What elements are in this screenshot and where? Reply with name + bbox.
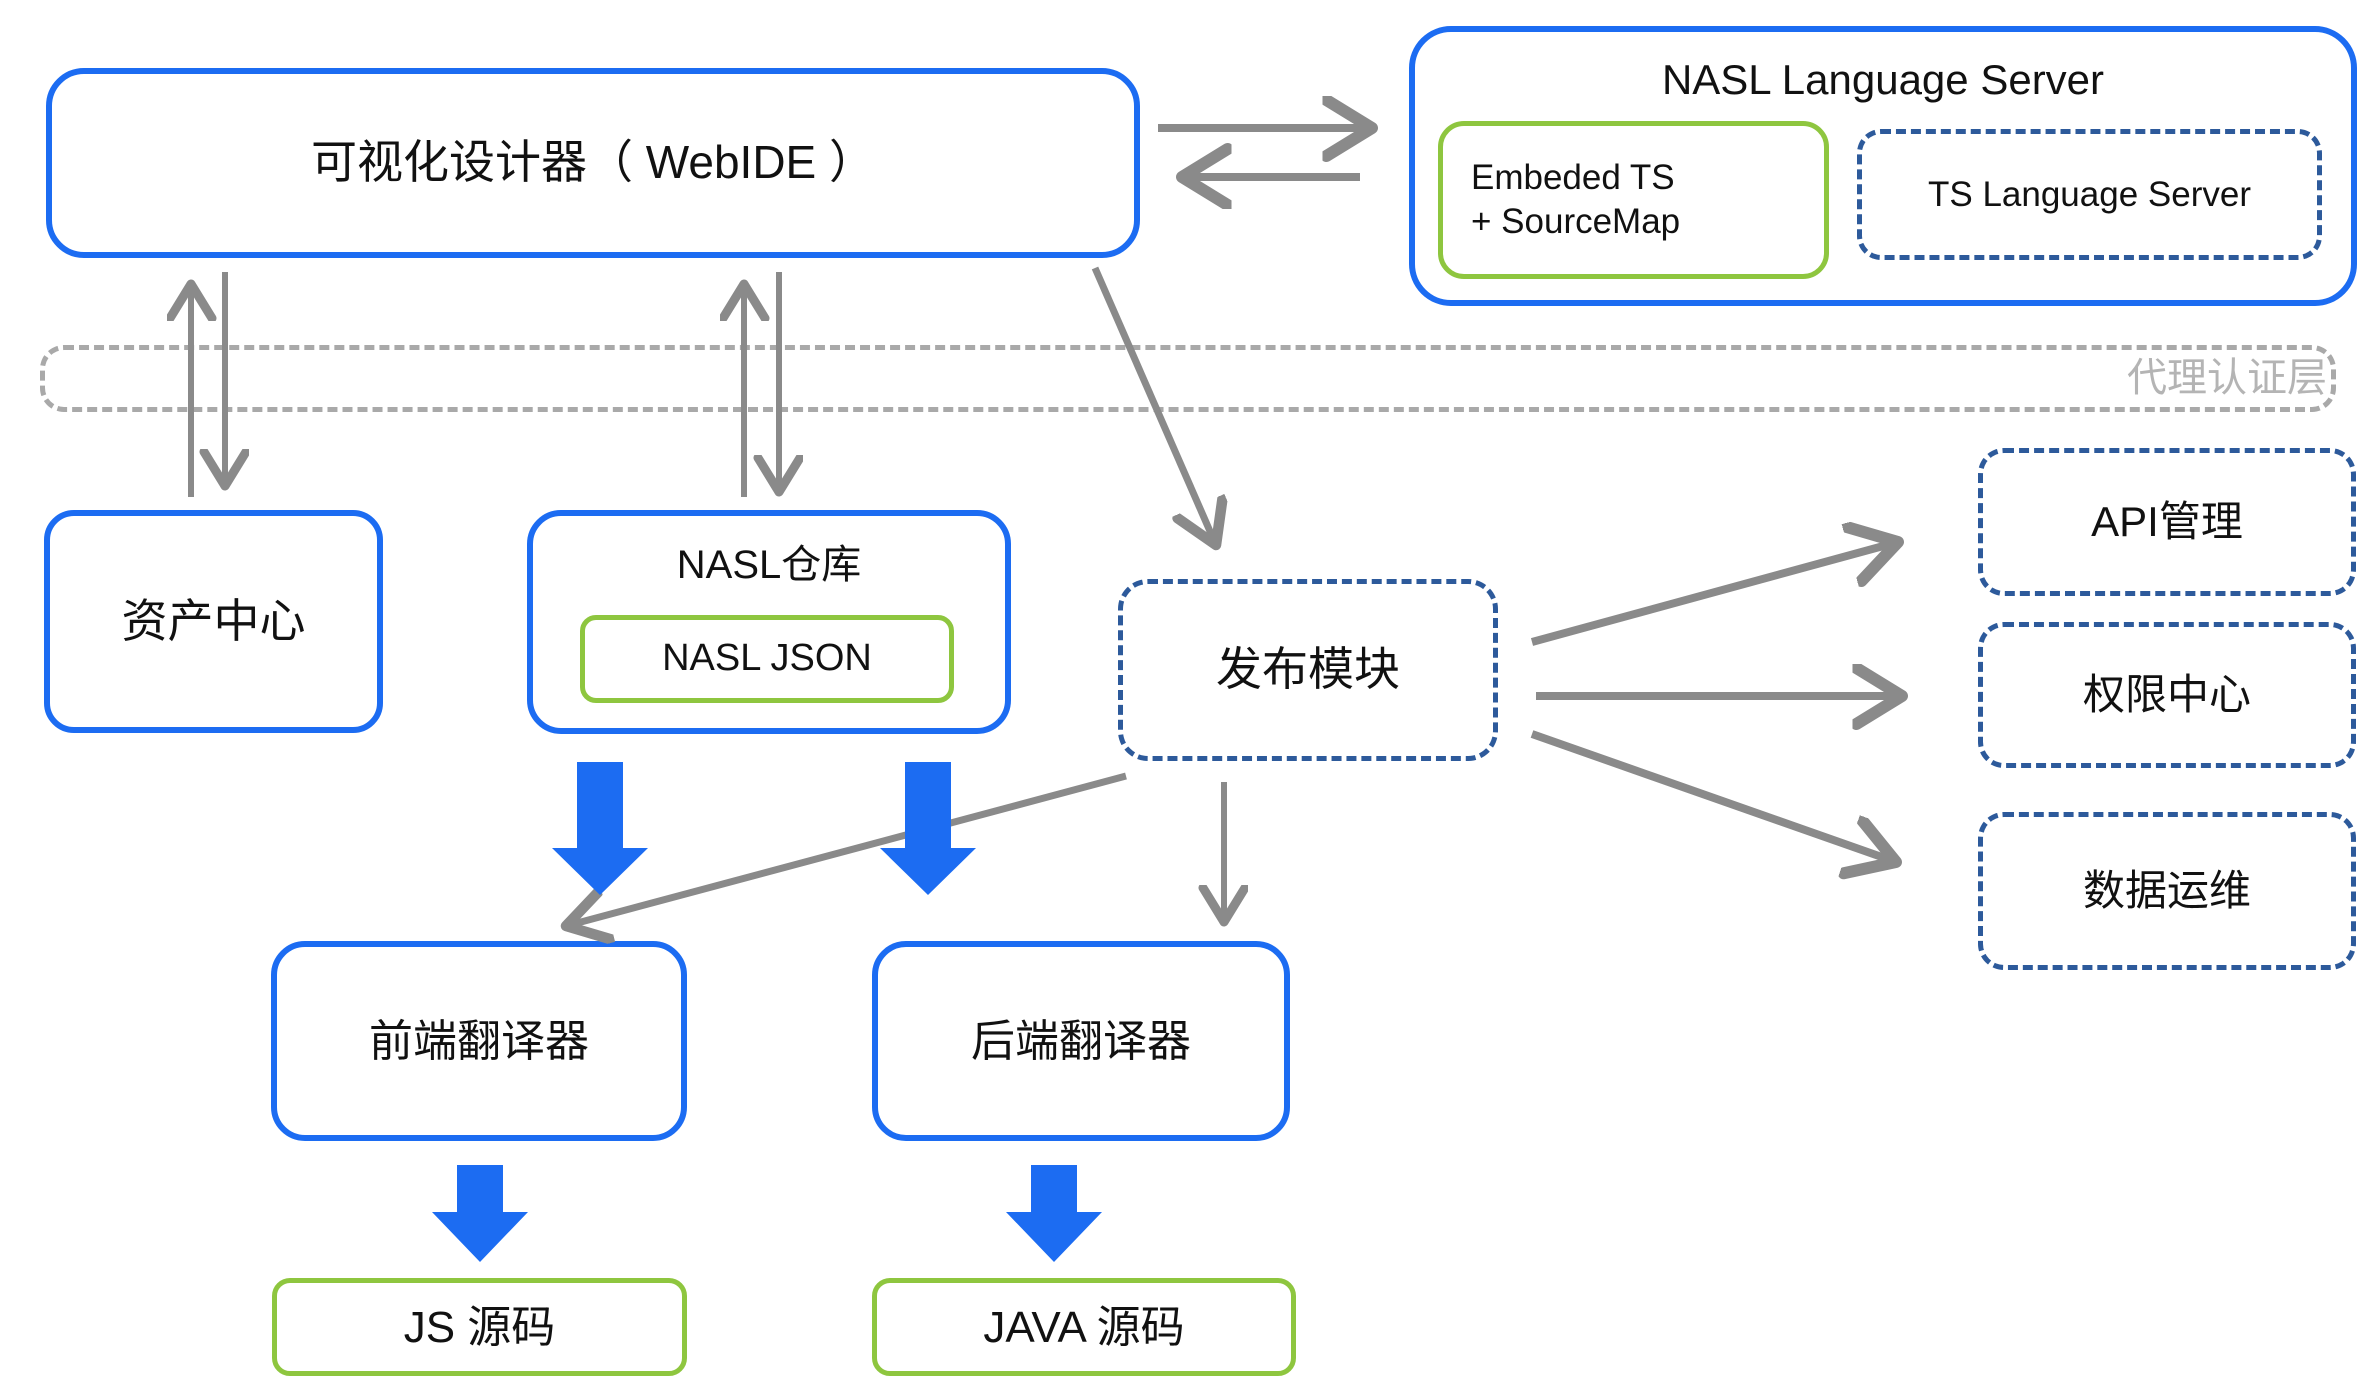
- webide-box: 可视化设计器（ WebIDE ）: [46, 68, 1140, 258]
- nasl-json-box: NASL JSON: [580, 615, 954, 703]
- asset-center-label: 资产中心: [121, 594, 306, 647]
- nasl-json-label: NASL JSON: [662, 637, 872, 680]
- java-source-box: JAVA 源码: [872, 1278, 1296, 1376]
- block-arrow-frontend-to-js: [432, 1165, 528, 1262]
- arrow-publish-to-dataops: [1530, 730, 1896, 862]
- data-ops-box: 数据运维: [1978, 812, 2356, 970]
- nasl-repo-title: NASL仓库: [676, 543, 862, 587]
- java-source-label: JAVA 源码: [983, 1302, 1185, 1352]
- asset-center-box: 资产中心: [44, 510, 383, 733]
- permission-center-box: 权限中心: [1978, 622, 2356, 768]
- frontend-translator-box: 前端翻译器: [271, 941, 687, 1141]
- publish-module-label: 发布模块: [1216, 643, 1400, 696]
- block-arrow-repo-to-frontend: [552, 762, 648, 895]
- embedded-ts-line1: Embeded TS: [1471, 158, 1675, 198]
- arrow-publish-to-api: [1530, 542, 1898, 646]
- permission-center-label: 权限中心: [2082, 670, 2251, 718]
- api-management-box: API管理: [1978, 448, 2356, 596]
- block-arrow-backend-to-java: [1006, 1165, 1102, 1262]
- publish-module-box: 发布模块: [1118, 579, 1498, 761]
- backend-translator-label: 后端翻译器: [971, 1016, 1191, 1066]
- ts-language-server-label: TS Language Server: [1928, 174, 2251, 214]
- webide-label: 可视化设计器（ WebIDE ）: [311, 136, 875, 189]
- embedded-ts-box: Embeded TS + SourceMap: [1438, 121, 1829, 279]
- frontend-translator-label: 前端翻译器: [369, 1016, 589, 1066]
- proxy-auth-layer-label: 代理认证层: [2127, 356, 2327, 400]
- api-management-label: API管理: [2091, 497, 2243, 545]
- embedded-ts-line2: + SourceMap: [1471, 202, 1681, 241]
- arrow-publish-to-frontend: [566, 772, 1127, 926]
- backend-translator-box: 后端翻译器: [872, 941, 1290, 1141]
- js-source-label: JS 源码: [403, 1302, 556, 1352]
- block-arrow-repo-to-backend: [880, 762, 976, 895]
- nasl-language-server-title: NASL Language Server: [1661, 56, 2105, 103]
- proxy-auth-layer-band: 代理认证层: [40, 345, 2336, 412]
- data-ops-label: 数据运维: [2082, 866, 2251, 914]
- ts-language-server-box: TS Language Server: [1857, 129, 2322, 260]
- js-source-box: JS 源码: [272, 1278, 687, 1376]
